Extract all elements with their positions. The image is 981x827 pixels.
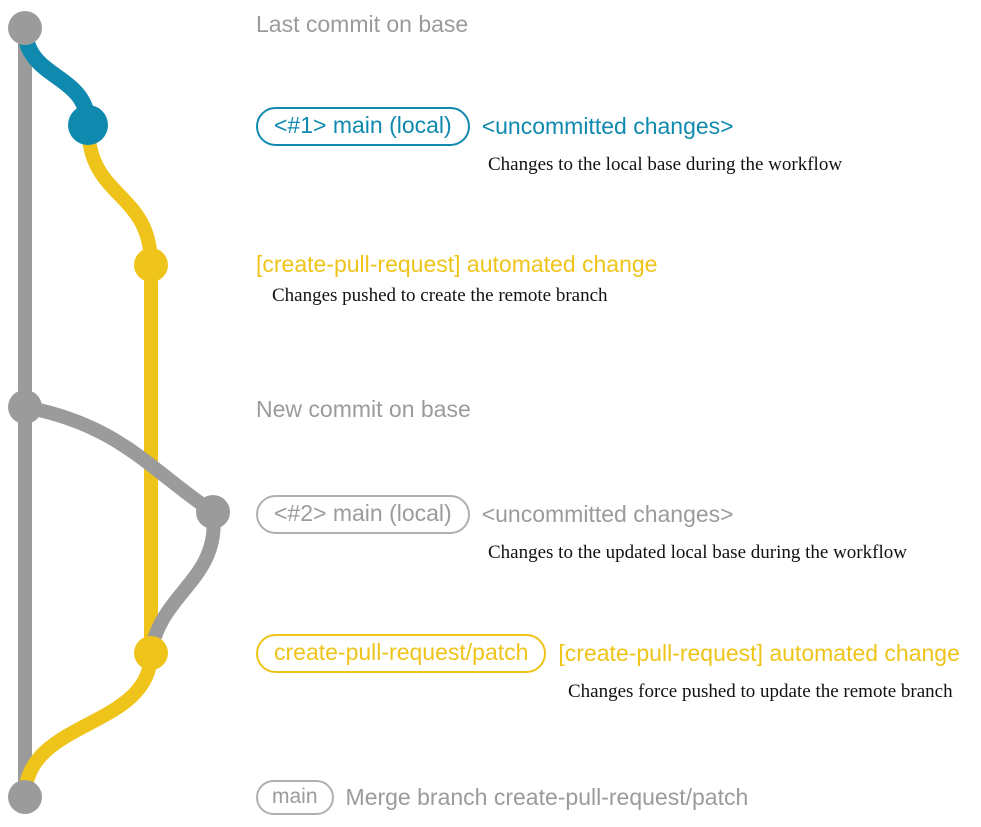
commit-description-3: Changes to the updated local base during… xyxy=(488,542,907,563)
commit-node-base-merge xyxy=(8,780,42,814)
commit-message-automated-change-2: [create-pull-request] automated change xyxy=(558,639,960,666)
row-commit-1-local: <#1> main (local) <uncommitted changes> … xyxy=(256,107,842,176)
commit-node-base-last xyxy=(8,11,42,45)
commit-message-merge-branch: Merge branch create-pull-request/patch xyxy=(345,783,749,810)
row-line: <#1> main (local) <uncommitted changes> xyxy=(256,107,734,146)
row-last-commit-on-base: Last commit on base xyxy=(256,11,469,37)
commit-node-local-2 xyxy=(196,495,230,529)
commit-node-local-1 xyxy=(68,105,108,145)
branch-badge-main-local-1[interactable]: <#1> main (local) xyxy=(256,107,470,146)
edge-base-to-local1 xyxy=(17,20,96,133)
row-commit-2-local: <#2> main (local) <uncommitted changes> … xyxy=(256,495,907,564)
row-line: [create-pull-request] automated change xyxy=(256,251,658,277)
edge-local2-to-remote2 xyxy=(144,505,221,660)
row-line: Last commit on base xyxy=(256,11,469,37)
commit-message-uncommitted-changes-1: <uncommitted changes> xyxy=(481,112,734,139)
commit-description-1: Changes to the local base during the wor… xyxy=(488,154,843,175)
row-line: create-pull-request/patch [create-pull-r… xyxy=(256,634,960,673)
row-merge-commit: main Merge branch create-pull-request/pa… xyxy=(256,780,748,815)
edge-basenew-to-local2 xyxy=(18,400,220,519)
row-line: New commit on base xyxy=(256,396,471,422)
row-line: <#2> main (local) <uncommitted changes> xyxy=(256,495,734,534)
edge-local1-to-remote1 xyxy=(81,118,158,272)
row-commit-1-remote: [create-pull-request] automated change C… xyxy=(256,251,658,307)
commit-node-base-new xyxy=(8,390,42,424)
commit-message-last-commit-on-base: Last commit on base xyxy=(256,11,469,37)
commit-message-uncommitted-changes-2: <uncommitted changes> xyxy=(481,500,734,527)
commit-node-remote-2 xyxy=(134,636,168,670)
branch-badge-create-pull-request-patch[interactable]: create-pull-request/patch xyxy=(256,634,547,673)
row-new-commit-on-base: New commit on base xyxy=(256,396,471,422)
commit-description-4: Changes force pushed to update the remot… xyxy=(568,681,953,702)
commit-description-2: Changes pushed to create the remote bran… xyxy=(272,285,608,307)
row-commit-2-remote: create-pull-request/patch [create-pull-r… xyxy=(256,634,960,703)
edge-remote2-to-merge xyxy=(18,646,158,804)
commit-node-remote-1 xyxy=(134,248,168,282)
commit-message-new-commit-on-base: New commit on base xyxy=(256,396,471,422)
row-line: main Merge branch create-pull-request/pa… xyxy=(256,780,748,815)
branch-badge-main-local-2[interactable]: <#2> main (local) xyxy=(256,495,470,534)
branch-badge-main[interactable]: main xyxy=(256,780,334,815)
commit-message-automated-change-1: [create-pull-request] automated change xyxy=(256,251,658,277)
